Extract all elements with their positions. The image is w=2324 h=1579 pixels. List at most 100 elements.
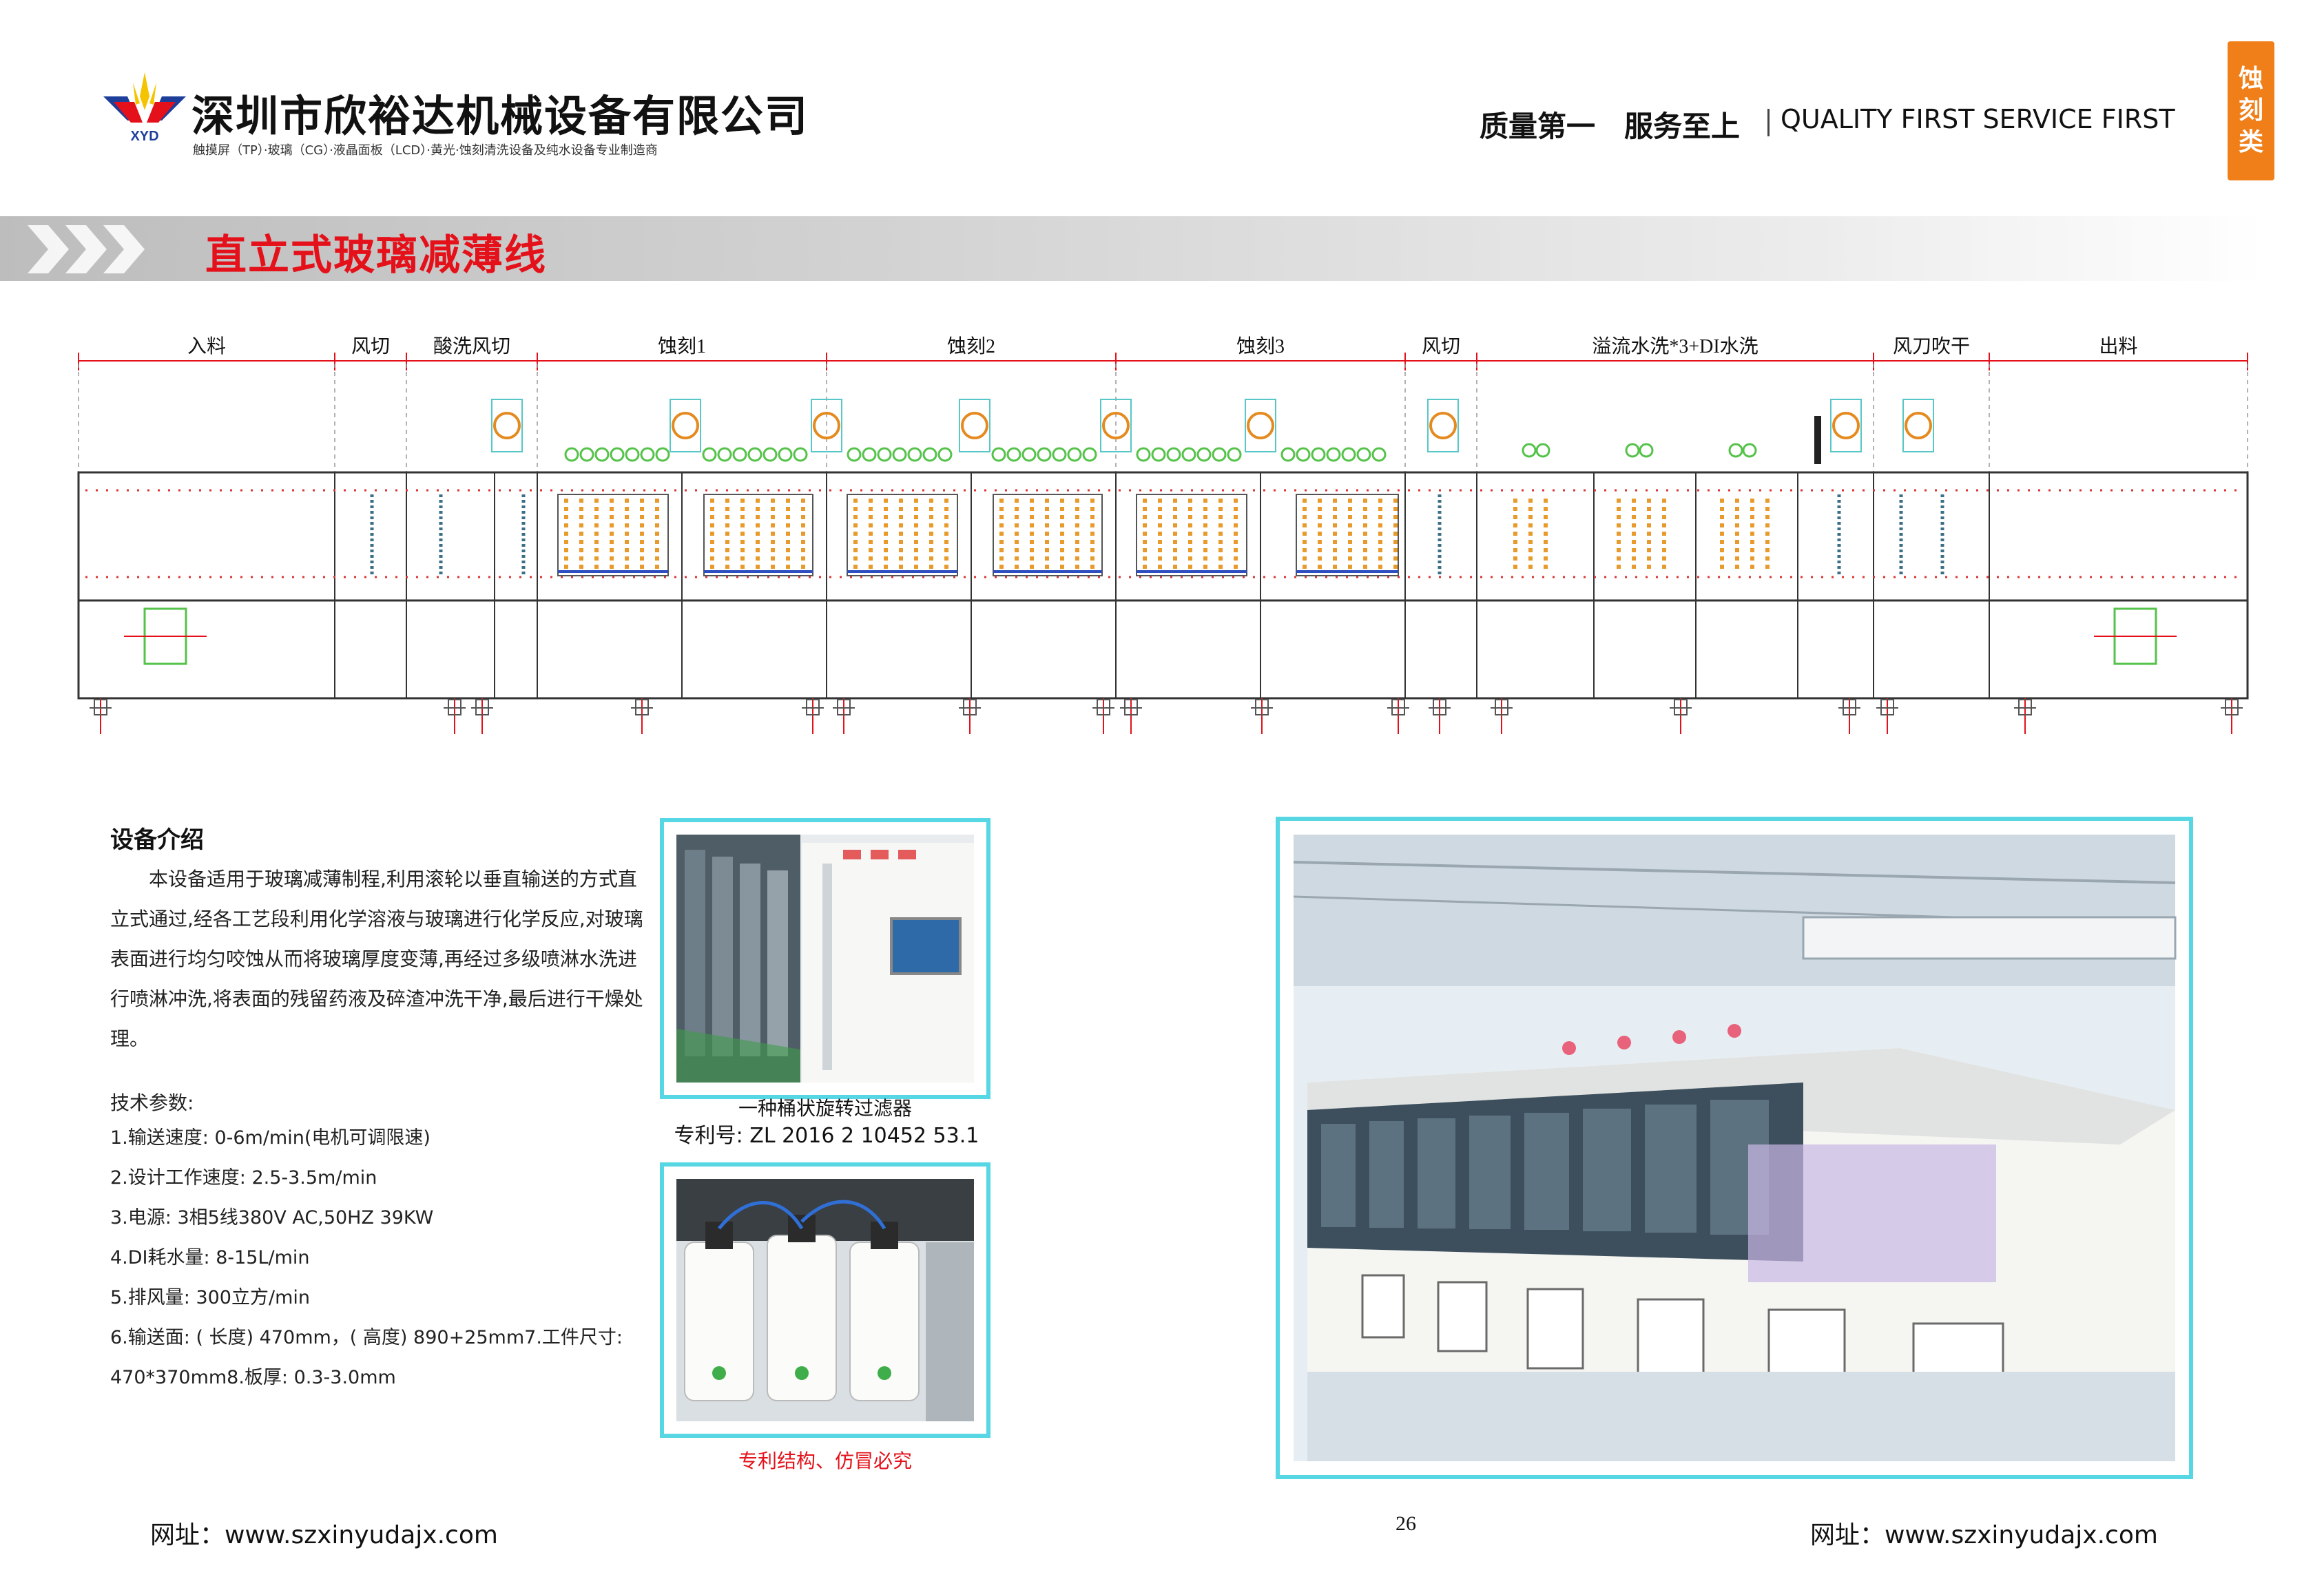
website-left: 网址：www.szxinyudajx.com bbox=[150, 1521, 498, 1549]
chemical-tank-icon bbox=[625, 447, 640, 462]
chemical-tank-icon bbox=[1212, 447, 1227, 462]
chemical-tank-icon bbox=[1371, 447, 1387, 462]
machine-frame bbox=[77, 471, 2249, 700]
chemical-tank-icon bbox=[1196, 447, 1212, 462]
spray-rack bbox=[703, 494, 813, 576]
chemical-tank-icon bbox=[1006, 447, 1021, 462]
tech-param-item: 5.排风量: 300立方/min bbox=[110, 1287, 310, 1308]
chemical-tank-icon bbox=[1326, 447, 1341, 462]
spray-rack bbox=[1136, 494, 1247, 576]
chemical-tank-icon bbox=[862, 447, 877, 462]
filter-pump-housing bbox=[670, 399, 701, 452]
page-number: 26 bbox=[1396, 1512, 1416, 1535]
stage-label: 出料 bbox=[2099, 335, 2137, 357]
production-line-illustration bbox=[1293, 835, 2177, 1461]
tech-param-item: 4.DI耗水量: 8-15L/min bbox=[110, 1247, 310, 1268]
filter-pump-icon bbox=[1905, 412, 1932, 439]
stage-label: 蚀刻2 bbox=[947, 335, 995, 357]
chemical-tank-icon bbox=[564, 447, 579, 462]
intro-heading: 设备介绍 bbox=[110, 826, 204, 854]
stage-label: 风切 bbox=[351, 336, 390, 357]
filter-pump-icon bbox=[493, 412, 521, 439]
stage-label: 风切 bbox=[1422, 336, 1460, 357]
filter-pump-icon bbox=[672, 412, 699, 439]
chemical-tank-icon bbox=[1067, 447, 1082, 462]
production-line-photo bbox=[1276, 817, 2193, 1479]
filter-pump-icon bbox=[813, 412, 840, 439]
chemical-tank-icon bbox=[1021, 447, 1037, 462]
filter-pump-icon bbox=[961, 412, 988, 439]
tech-param-item: 3.电源: 3相5线380V AC,50HZ 39KW bbox=[110, 1207, 434, 1228]
chemical-tank-icon bbox=[762, 447, 778, 462]
chemical-tank-icon bbox=[732, 447, 747, 462]
category-tab-char: 类 bbox=[2238, 128, 2263, 156]
filter-caption: 一种桶状旋转过滤器 bbox=[738, 1097, 912, 1120]
diagram-structure bbox=[77, 353, 2249, 734]
stage-label: 蚀刻1 bbox=[658, 335, 706, 357]
chemical-tank-icon bbox=[1296, 447, 1311, 462]
chemical-tank-icon bbox=[1311, 447, 1326, 462]
chemical-tank-icon bbox=[1280, 447, 1296, 462]
chemical-tank-icon bbox=[892, 447, 907, 462]
wash-tank-icon bbox=[1742, 443, 1757, 458]
filter-pump-housing bbox=[1902, 399, 1934, 452]
chemical-tank-icon bbox=[702, 447, 717, 462]
chemical-tank-icon bbox=[1052, 447, 1067, 462]
patent-warning: 专利结构、仿冒必究 bbox=[738, 1450, 912, 1472]
tech-params-list: 1.输送速度: 0-6m/min(电机可调限速) 2.设计工作速度: 2.5-3… bbox=[110, 1118, 661, 1398]
chemical-tank-icon bbox=[717, 447, 732, 462]
motto-chinese: 质量第一 服务至上 bbox=[1480, 109, 1741, 143]
spray-rack bbox=[1296, 494, 1399, 576]
filter-pump-housing bbox=[811, 399, 842, 452]
filter-pump-housing bbox=[491, 399, 523, 452]
chemical-tank-icon bbox=[1356, 447, 1371, 462]
tech-param-item: 2.设计工作速度: 2.5-3.5m/min bbox=[110, 1167, 377, 1189]
motto-english: QUALITY FIRST SERVICE FIRST bbox=[1781, 104, 2175, 134]
filter-patent-number: 专利号: ZL 2016 2 10452 53.1 bbox=[674, 1124, 979, 1148]
wash-tank-icon bbox=[1522, 443, 1537, 458]
wash-tank-icon bbox=[1728, 443, 1743, 458]
spray-rack bbox=[993, 494, 1103, 576]
chemical-tank-icon bbox=[640, 447, 655, 462]
filter-pump-housing bbox=[1830, 399, 1862, 452]
chemical-tank-icon bbox=[1136, 447, 1151, 462]
filter-tanks-photo bbox=[660, 1162, 990, 1438]
filter-machine-illustration bbox=[676, 835, 974, 1083]
filter-pump-housing bbox=[959, 399, 990, 452]
chemical-tank-icon bbox=[922, 447, 937, 462]
filter-pump-housing bbox=[1245, 399, 1276, 452]
stage-label: 溢流水洗*3+DI水洗 bbox=[1592, 335, 1758, 357]
wash-tank-icon bbox=[1639, 443, 1654, 458]
company-name: 深圳市欣裕达机械设备有限公司 bbox=[191, 91, 809, 141]
chemical-tank-icon bbox=[1082, 447, 1097, 462]
chemical-tank-icon bbox=[1166, 447, 1181, 462]
filter-pump-icon bbox=[1832, 412, 1860, 439]
filter-pump-housing bbox=[1427, 399, 1459, 452]
chemical-tank-icon bbox=[594, 447, 610, 462]
chemical-tank-icon bbox=[747, 447, 762, 462]
company-logo: XYD bbox=[103, 72, 186, 144]
page-title: 直立式玻璃减薄线 bbox=[205, 231, 547, 280]
air-knife-blower-icon bbox=[1814, 416, 1821, 464]
tech-param-item: 470*370mm8.板厚: 0.3-3.0mm bbox=[110, 1367, 396, 1388]
filter-pump-icon bbox=[1429, 412, 1457, 439]
chemical-tank-icon bbox=[1341, 447, 1356, 462]
tech-param-item: 6.输送面: ( 长度) 470mm，( 高度) 890+25mm7.工件尺寸: bbox=[110, 1327, 623, 1348]
wash-tank-icon bbox=[1625, 443, 1640, 458]
chemical-tank-icon bbox=[907, 447, 922, 462]
chemical-tank-icon bbox=[778, 447, 793, 462]
title-band bbox=[0, 216, 2266, 281]
chemical-tank-icon bbox=[579, 447, 594, 462]
website-right: 网址：www.szxinyudajx.com bbox=[1810, 1521, 2158, 1549]
stage-label: 蚀刻3 bbox=[1236, 335, 1285, 357]
filter-pump-housing bbox=[1100, 399, 1132, 452]
chemical-tank-icon bbox=[793, 447, 808, 462]
filter-tanks-illustration bbox=[676, 1179, 974, 1421]
chemical-tank-icon bbox=[847, 447, 862, 462]
category-tab-char: 刻 bbox=[2238, 96, 2263, 125]
spray-rack bbox=[557, 494, 669, 576]
filter-pump-icon bbox=[1247, 412, 1274, 439]
chemical-tank-icon bbox=[655, 447, 670, 462]
logo-text: XYD bbox=[130, 129, 158, 144]
stage-label: 风刀吹干 bbox=[1893, 335, 1970, 357]
